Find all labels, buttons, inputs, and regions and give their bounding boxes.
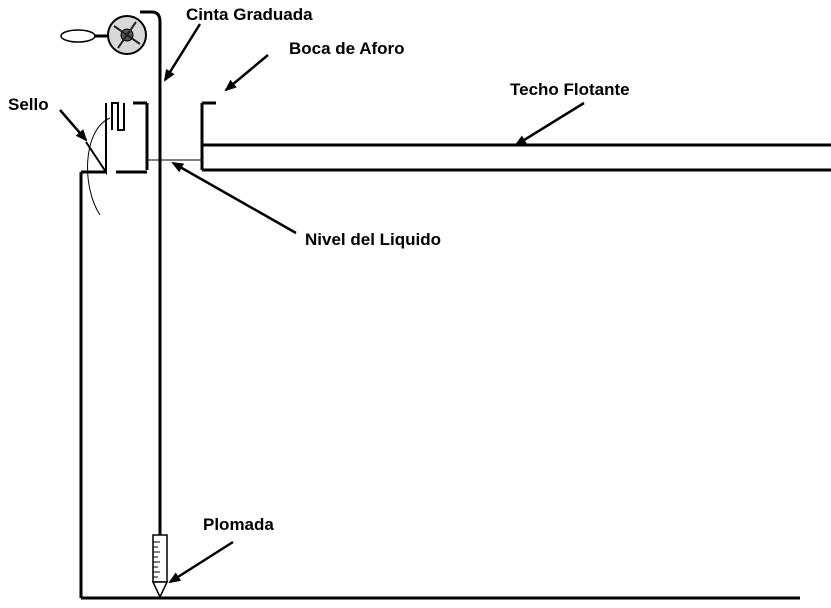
arrow-liquid-level [171, 161, 297, 235]
label-floating-roof: Techo Flotante [510, 80, 630, 99]
reel-spoke-b [117, 21, 137, 49]
label-gauge-hatch: Boca de Aforo [289, 39, 405, 58]
reel-handle [60, 29, 96, 43]
floating-roof [200, 101, 831, 172]
arrow-gauge-hatch [224, 54, 269, 92]
tape-reel-icon [60, 15, 147, 55]
plumb-bob-icon [151, 534, 169, 599]
plumb-bob-tip [151, 581, 169, 599]
gauge-hatch [133, 101, 149, 170]
graduated-tape [140, 10, 162, 535]
plumb-bob-ticks [153, 541, 160, 578]
seal-assembly [81, 102, 147, 216]
label-graduated-tape: Cinta Graduada [186, 5, 313, 24]
arrow-tape [163, 23, 202, 82]
leader-arrows [59, 23, 585, 584]
label-seal: Sello [8, 95, 49, 114]
seal-wedge [85, 103, 107, 176]
arrow-plumb-bob [168, 540, 234, 584]
arrow-seal [59, 109, 88, 142]
label-liquid-level: Nivel del Liquido [305, 230, 441, 249]
arrow-floating-roof [514, 101, 585, 147]
label-plumb-bob: Plomada [203, 515, 274, 534]
seal-curve [87, 117, 111, 216]
tank-shell [79, 172, 800, 600]
seal-spring [111, 102, 125, 131]
